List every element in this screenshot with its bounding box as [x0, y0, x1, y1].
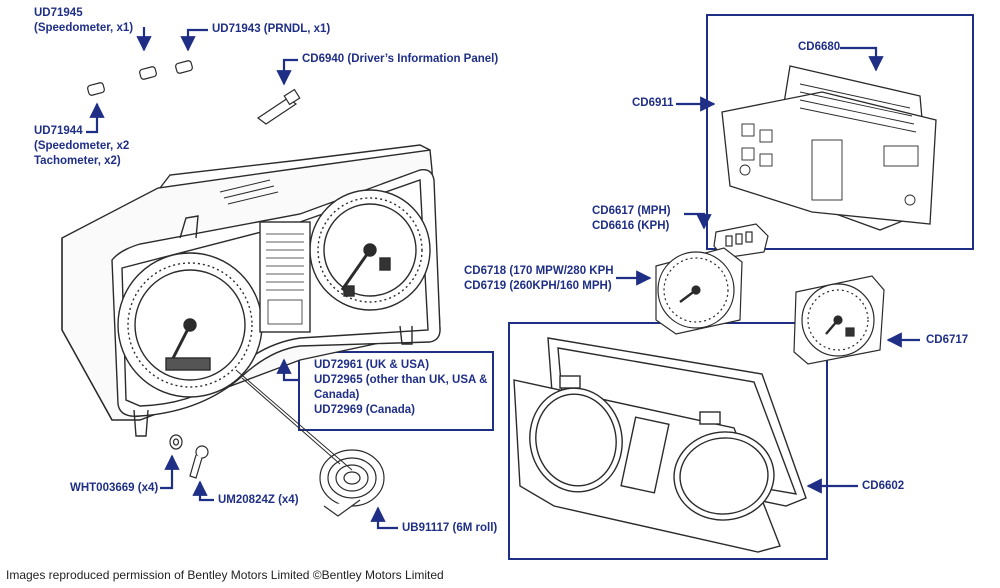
callout-box-face-plates	[298, 351, 494, 431]
label-um20824z: UM20824Z (x4)	[218, 494, 299, 506]
label-ud71945: UD71945 (Speedometer, x1)	[34, 6, 133, 36]
image-credit: Images reproduced permission of Bentley …	[6, 568, 444, 582]
label-cd6911: CD6911	[632, 97, 674, 109]
label-cd6717: CD6717	[926, 334, 969, 346]
leader-arrows	[86, 27, 920, 530]
speedo-face	[655, 247, 743, 335]
label-ud72965: UD72965 (other than UK, USA &	[314, 374, 488, 386]
label-ud71943: UD71943 (PRNDL, x1)	[212, 23, 331, 35]
tape-roll	[235, 369, 385, 517]
label-cd6617: CD6617 (MPH)	[592, 205, 671, 217]
label-ud72969: UD72969 (Canada)	[314, 404, 415, 416]
instrument-cluster	[61, 144, 441, 437]
label-wht003669: WHT003669 (x4)	[70, 482, 159, 494]
info-panel	[259, 221, 311, 333]
trip-module	[713, 223, 769, 259]
callout-box-circuit-board	[706, 14, 974, 250]
bezel-and-glass	[513, 337, 807, 553]
label-ud71945-line-1: UD71945	[34, 7, 83, 19]
label-cd6718: CD6718 (170 MPW/280 KPH	[464, 265, 614, 277]
label-ud71944-line-3: Tachometer, x2)	[34, 155, 121, 167]
label-ud71944: UD71944 (Speedometer, x2 Tachometer, x2)	[34, 124, 129, 169]
label-cd6719: CD6719 (260KPH/160 MPH)	[464, 280, 612, 292]
label-cd6940: CD6940 (Driver’s Information Panel)	[302, 53, 499, 65]
label-cd6680: CD6680	[798, 41, 841, 53]
label-ub91117: UB91117 (6M roll)	[402, 522, 498, 534]
label-ud71944-line-2: (Speedometer, x2	[34, 140, 130, 152]
bulbs	[87, 60, 301, 125]
small-gauge-face	[793, 275, 885, 365]
label-ud71945-line-2: (Speedometer, x1)	[34, 22, 134, 34]
label-cd6616: CD6616 (KPH)	[592, 220, 670, 232]
label-cd6718-cd6719: CD6718 (170 MPW/280 KPH CD6719 (260KPH/1…	[464, 264, 614, 294]
circuit-board	[721, 65, 937, 231]
washer-and-screw	[169, 434, 209, 479]
label-ud72965-cont: Canada)	[314, 389, 360, 401]
label-cd6602: CD6602	[862, 480, 905, 492]
label-ud71944-line-1: UD71944	[34, 125, 83, 137]
label-cd6617-cd6616: CD6617 (MPH) CD6616 (KPH)	[592, 204, 671, 234]
label-ud72961: UD72961 (UK & USA)	[314, 359, 430, 371]
label-ud7296x: UD72961 (UK & USA) UD72965 (other than U…	[314, 358, 487, 418]
